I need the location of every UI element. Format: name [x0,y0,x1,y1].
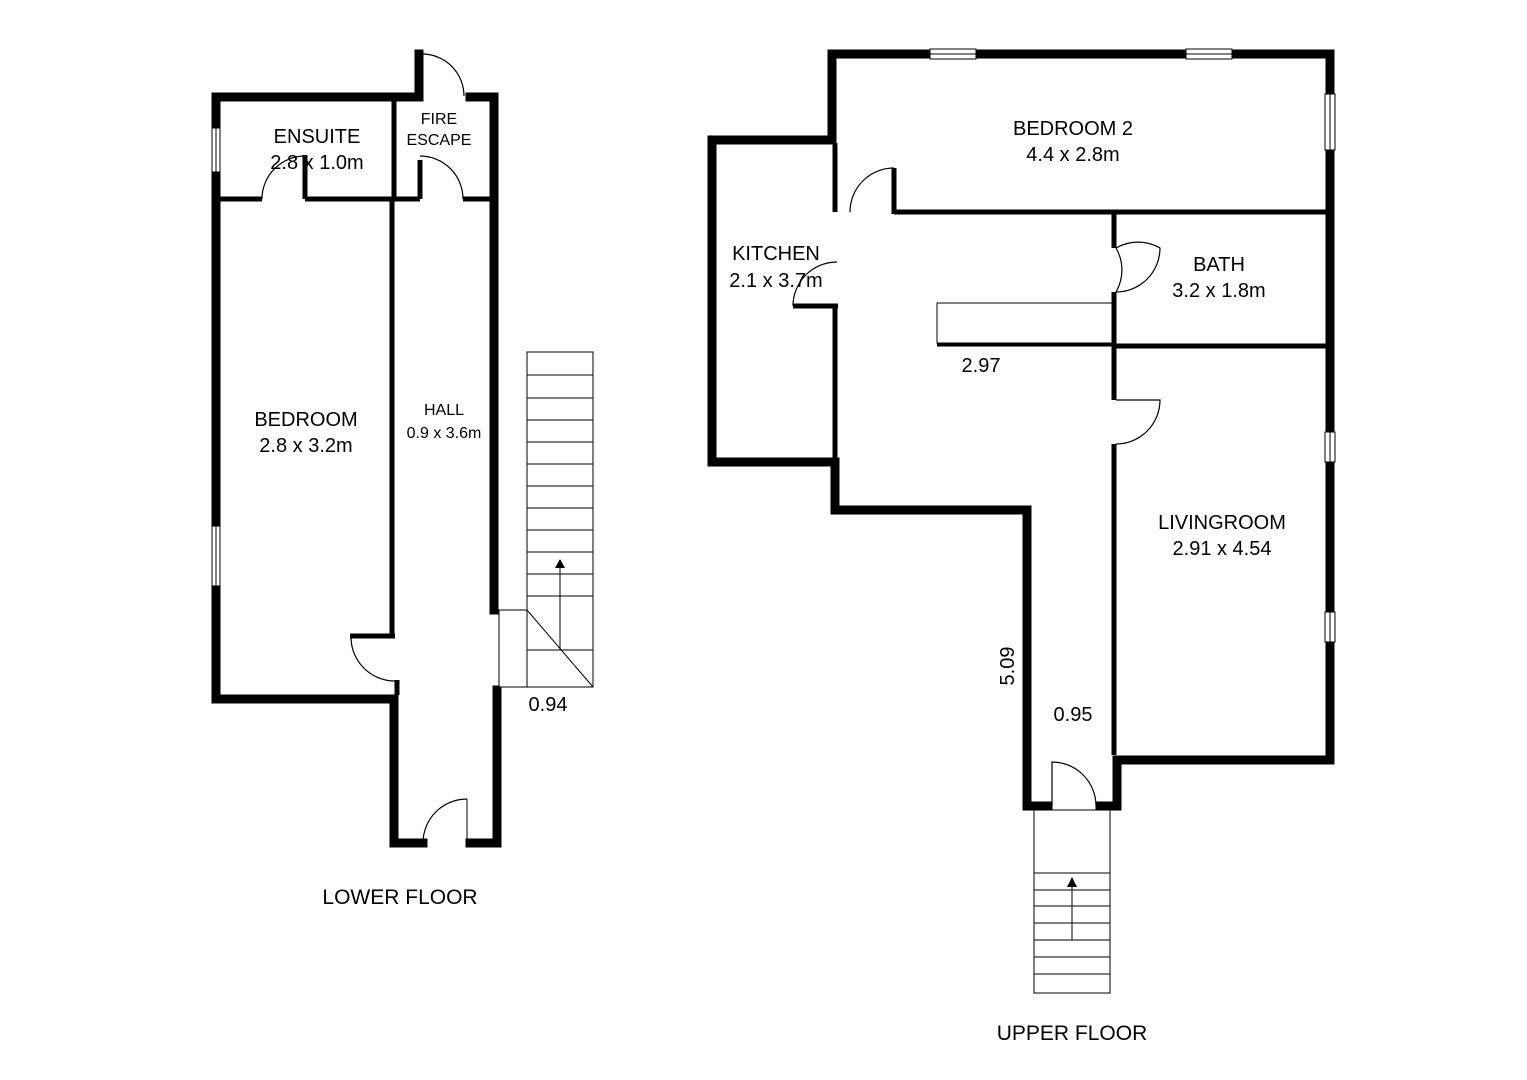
corridor-length-dimension: 5.09 [997,647,1019,686]
entry-door-swing-upper [1051,761,1097,807]
fire-escape-label-line2: ESCAPE [407,132,472,149]
bedroom-label: BEDROOM [254,409,357,431]
fire-escape-label-line1: FIRE [421,111,457,128]
bedroom2-door-swing [849,167,895,213]
entry-stair-arrow-icon [1067,877,1077,887]
hall-size: 0.9 x 3.6m [407,425,482,442]
fire-escape-exit-door-swing [421,53,465,97]
bath-size: 3.2 x 1.8m [1172,280,1265,302]
hall-bench [936,302,1113,344]
upper-floor-plan: BEDROOM 2 4.4 x 2.8m KITCHEN 2.1 x 3.7m … [707,48,1336,1045]
lower-floor-plan: ENSUITE 2.8 x 1.0m FIRE ESCAPE BEDROOM 2… [211,49,594,909]
bedroom-size: 2.8 x 3.2m [259,435,352,457]
livingroom-label: LIVINGROOM [1158,512,1286,534]
upper-floor-title: UPPER FLOOR [997,1022,1148,1045]
corridor-width-dimension: 0.95 [1054,704,1093,726]
lower-outer-wall-top-right [465,92,499,615]
bedroom2-label: BEDROOM 2 [1013,118,1133,140]
hall-width-dimension: 2.97 [962,355,1001,377]
upper-outer-wall [827,49,1335,811]
ensuite-label: ENSUITE [274,126,361,148]
living-door-swing [1115,399,1161,445]
lower-floor-title: LOWER FLOOR [322,886,477,909]
bath-door-swing [1115,241,1161,293]
upper-outer-wall-left [707,135,1053,811]
kitchen-door-swing [792,261,838,307]
stair-width-dimension: 0.94 [529,694,568,716]
livingroom-size: 2.91 x 4.54 [1173,538,1272,560]
stair-direction-arrow-icon [555,559,565,568]
lower-stairs [498,351,594,688]
kitchen-label: KITCHEN [732,243,820,265]
bedroom2-size: 4.4 x 2.8m [1026,144,1119,166]
upper-entry-stairs [1033,809,1111,994]
fire-escape-door-swing [419,155,464,200]
lower-fire-escape-wall [389,49,424,102]
lower-outer-wall [211,92,428,848]
kitchen-size: 2.1 x 3.7m [729,270,822,292]
ensuite-size: 2.8 x 1.0m [270,152,363,174]
lower-outer-wall-right [465,685,502,848]
bedroom-door-swing [350,636,396,682]
ensuite-door-swing [261,155,306,200]
bath-label: BATH [1193,254,1245,276]
hall-label: HALL [424,402,464,419]
entry-door-swing [422,798,468,844]
